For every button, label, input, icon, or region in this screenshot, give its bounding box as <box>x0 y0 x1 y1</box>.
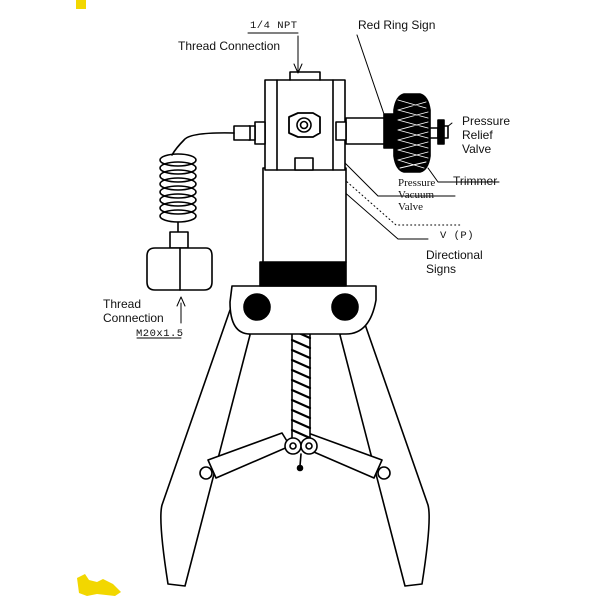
thread-connection-bottom-line-1: Thread <box>103 297 142 311</box>
pressure-relief-valve-line-3: Valve <box>462 142 492 156</box>
corner-mark-bottom <box>77 574 121 596</box>
pump-body <box>263 168 346 262</box>
vp-label: V (P) <box>440 230 475 242</box>
thread-connection-top-label: Thread Connection <box>178 39 281 53</box>
valve-head <box>265 72 345 170</box>
hose-assembly <box>147 122 265 290</box>
directional-signs-line-1: Directional <box>426 248 483 262</box>
red-ring-sign-label: Red Ring Sign <box>358 18 436 32</box>
pressure-vacuum-valve-line-2: Vacuum <box>398 189 435 201</box>
pressure-vacuum-valve-line-1: Pressure <box>398 177 436 189</box>
m20-label: M20x1.5 <box>136 328 184 340</box>
pressure-vacuum-valve-line-3: Valve <box>398 201 424 213</box>
thread-connection-bottom-label: Thread Connection <box>103 297 164 325</box>
tripod-legs <box>161 310 429 586</box>
npt-label: 1/4 NPT <box>250 20 298 32</box>
hose-coil <box>160 154 196 222</box>
trimmer-label: Trimmer <box>453 174 498 188</box>
pressure-relief-valve-line-1: Pressure <box>462 114 511 128</box>
trimmer-assembly <box>336 94 448 172</box>
corner-mark-top <box>76 0 86 9</box>
pressure-relief-valve-label: Pressure Relief Valve <box>462 114 510 156</box>
thread-connection-bottom-line-2: Connection <box>103 311 164 325</box>
directional-signs-line-2: Signs <box>426 262 457 276</box>
black-band <box>260 262 346 286</box>
handle-bar <box>230 286 376 334</box>
directional-signs-label: Directional Signs <box>426 248 483 276</box>
pressure-relief-valve-line-2: Relief <box>462 128 493 142</box>
pressure-vacuum-valve-label: Pressure Vacuum Valve <box>398 177 435 213</box>
